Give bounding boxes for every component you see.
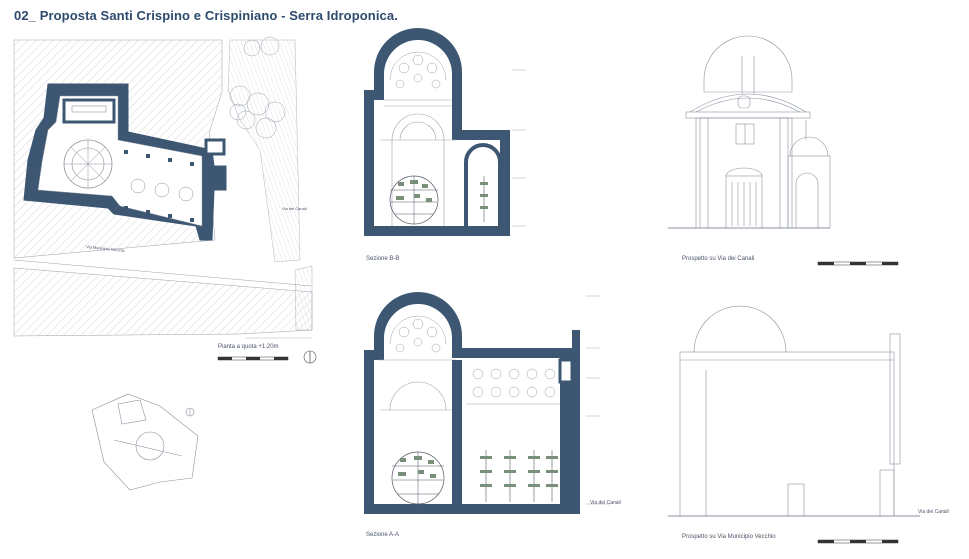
- label-via-canali-elev: Via dei Canali: [918, 509, 949, 515]
- section-a-a: [364, 292, 610, 514]
- key-plan: [91, 393, 199, 491]
- caption-elevation-municipio: Prospetto su Via Municipio Vecchio: [682, 534, 776, 540]
- caption-section-b-b: Sezione B-B: [366, 256, 400, 262]
- plan-scale-bar-icon: [217, 356, 289, 361]
- elevation-via-municipio: [668, 305, 920, 517]
- caption-plan: Pianta a quota +1.20m: [218, 344, 279, 350]
- elevation-via-canali: [668, 35, 831, 229]
- sheet-title: 02_ Proposta Santi Crispino e Crispinian…: [14, 8, 398, 23]
- elev-municipio-scale-bar-icon: [817, 539, 899, 544]
- label-via-canali-plan: Via dei Canali: [282, 206, 307, 211]
- caption-elevation-canali: Prospetto su Via dei Canali: [682, 256, 755, 262]
- section-b-b: [364, 28, 526, 236]
- floor-plan: [13, 36, 313, 339]
- label-via-canali: Via dei Canali: [590, 500, 621, 506]
- plan-north-arrow-icon: [303, 350, 317, 364]
- caption-section-a-a: Sezione A-A: [366, 532, 400, 538]
- elev-canali-scale-bar-icon: [817, 261, 899, 266]
